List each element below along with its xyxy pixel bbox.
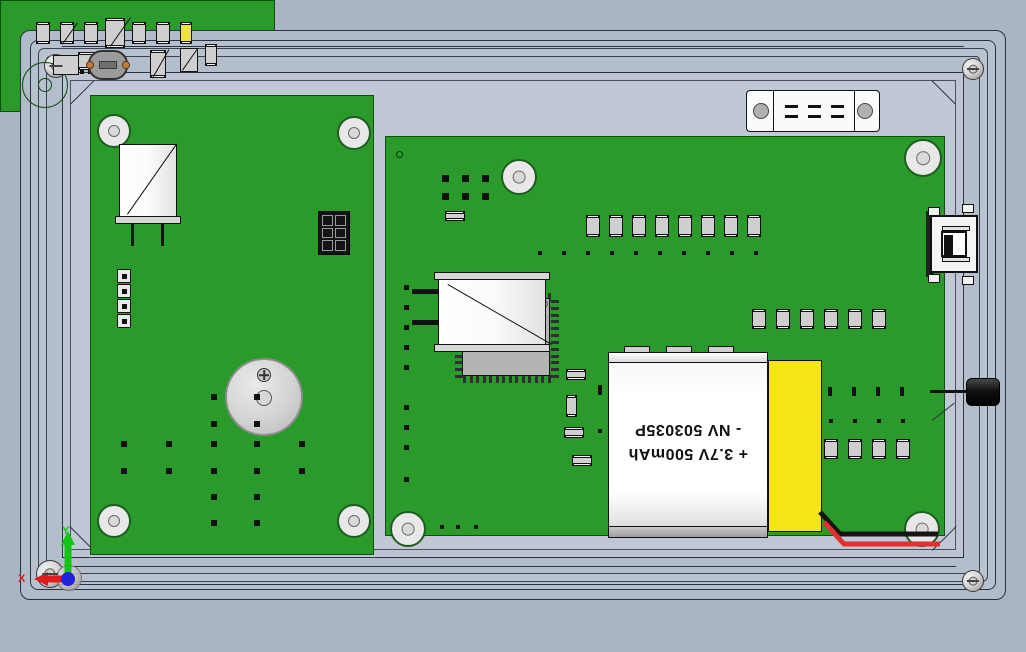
capacitor-lead-2 [161,224,164,246]
header-pin [322,240,333,251]
axis-label-x: X [18,573,26,585]
capacitor-lead-main-2 [412,320,438,325]
header-pin [322,215,333,226]
left-pcb [90,95,374,555]
usb-slot [941,231,967,257]
usb-tab-top [928,207,940,216]
axis-label-y: Y [62,525,70,537]
external-antenna [966,378,1000,406]
enclosure-trim-line-3 [62,46,964,47]
capacitor-lead-main-1 [412,289,438,294]
axis-z-origin [61,572,75,586]
screw-top-right [962,58,984,80]
terminal-cell-3 [117,299,131,313]
connector-label-plate [746,90,880,132]
buzzer-vent-hole [257,368,271,382]
pin-header-2x3 [318,211,350,255]
battery-kapton-tape [768,360,822,532]
usb-tab-top-right [962,204,974,213]
capacitor-base-left [115,216,181,224]
antenna-lead [930,390,970,393]
smd-capacitor [150,50,166,78]
header-pin [335,240,346,251]
battery-label-line2: - NV 503035P [634,421,742,438]
usb-bar-bottom [942,257,970,262]
battery-label: + 3.7V 500mAh - NV 503035P [616,386,760,496]
plate-hole-right [857,103,873,119]
usb-tab-bottom [928,274,940,283]
enclosure-trim-line-2 [46,584,980,585]
pcb-left-mount-top-left [97,114,131,148]
terminal-block-4pos [117,269,131,328]
terminal-cell-2 [117,284,131,298]
smd-resistor [205,44,217,66]
plate-hole-left [753,103,769,119]
battery-body [608,362,768,530]
usb-tab-bottom-right [962,276,974,285]
capacitor-top-main [434,272,550,280]
wire-positive [822,520,940,547]
pcb-main-mount-bottom-left [390,511,426,547]
capacitor-base-main [434,344,550,352]
battery-label-line1: + 3.7V 500mAh [628,445,748,462]
header-pin [335,215,346,226]
lipo-battery: + 3.7V 500mAh - NV 503035P [608,346,830,540]
axis-y-arrow [61,531,75,545]
plate-dash-marks [773,91,855,131]
smd-resistor [445,211,465,221]
axis-triad: Y X [18,525,110,600]
dash-row-top [784,104,844,108]
qfp-legs-bottom [463,375,551,383]
silkscreen-circle [22,62,68,108]
power-inductor [86,50,130,80]
pcb-main-mount-top-left [501,159,537,195]
qfp-legs-right [551,300,559,378]
wire-negative [818,510,938,537]
battery-bottom-edge [608,526,768,538]
pcb-main-mount-bottom-right [904,511,940,547]
mini-usb-connector[interactable] [930,215,978,273]
pcb-left-mount-top-right [337,116,371,150]
usb-bar-top [942,226,970,231]
pcb-main-mount-top-right [904,139,942,177]
pcb-left-mount-bottom-right [337,504,371,538]
axis-x-arrow [34,572,48,586]
pcb-left-mount-bottom-left [97,504,131,538]
header-pin [322,227,333,239]
battery-wires [818,510,940,547]
header-pin [335,227,346,239]
buzzer [225,358,303,436]
terminal-cell-1 [117,269,131,283]
enclosure-trim-line-1 [70,566,956,567]
capacitor-lead-1 [131,224,134,246]
silk-corner-mark [396,151,403,158]
screw-bottom-right [962,570,984,592]
dash-row-bottom [784,114,844,118]
terminal-cell-4 [117,314,131,328]
